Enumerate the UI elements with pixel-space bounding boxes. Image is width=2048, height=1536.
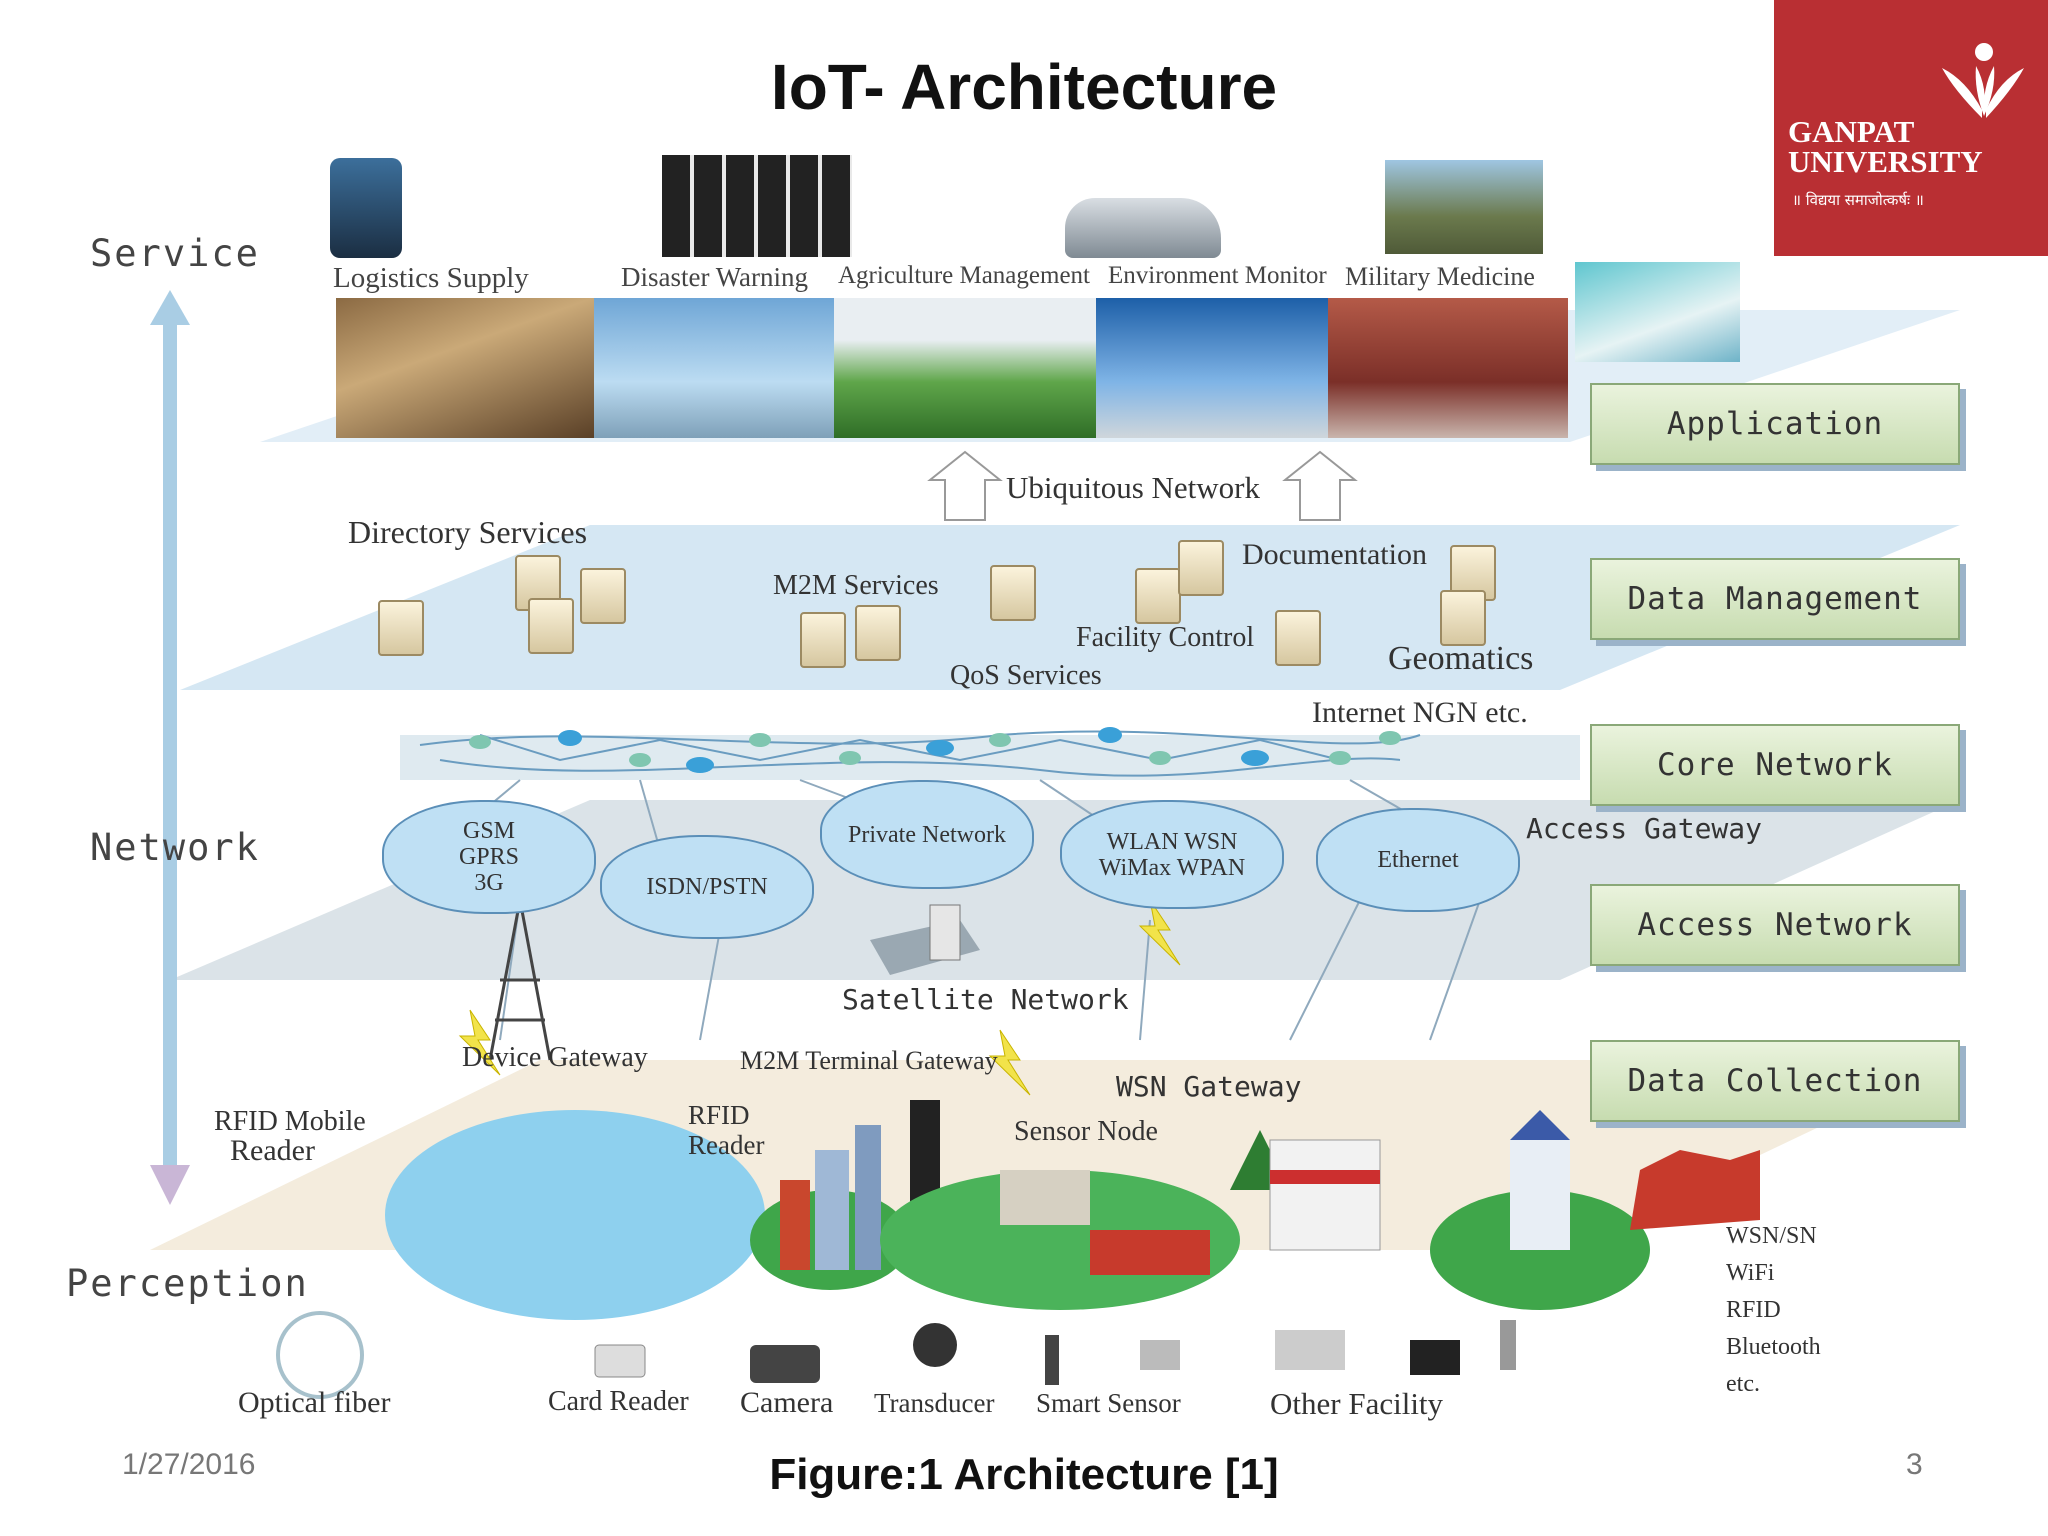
cloud-isdn-label: ISDN/PSTN [646,874,768,900]
device-card-reader: Card Reader [548,1386,689,1417]
layer-data-collection: Data Collection [1590,1040,1960,1122]
logo-line1: GANPAT [1788,114,1915,149]
sensor-node-label: Sensor Node [1014,1116,1158,1147]
network-band-label: Network [90,826,260,869]
server-icon [800,612,846,668]
protocol-item: Bluetooth [1726,1334,1821,1360]
device-icons [276,1311,1516,1399]
rfid-reader-label: RFID Reader [688,1100,765,1160]
device-other-facility: Other Facility [1270,1386,1444,1421]
layer-axis-arrow [150,290,190,1205]
car-icon [1065,198,1221,258]
service-logistics: Logistics Supply [333,262,529,294]
wsn-gateway-label: WSN Gateway [1116,1070,1302,1103]
device-optical-fiber: Optical fiber [238,1386,391,1419]
directory-services-label: Directory Services [348,514,588,550]
protocol-item: etc. [1726,1371,1760,1397]
military-photo [1328,298,1568,438]
slide-date: 1/27/2016 [122,1448,256,1481]
device-smart-sensor: Smart Sensor [1036,1388,1181,1418]
service-band-label: Service [90,232,260,275]
internet-ngn-label: Internet NGN etc. [1312,696,1528,729]
server-icon [528,598,574,654]
server-icon [378,600,424,656]
cloud-ethernet: Ethernet [1316,808,1520,912]
perception-band-label: Perception [66,1262,309,1305]
cloud-wlan-label: WLAN WSN WiMax WPAN [1098,828,1246,881]
protocol-item: RFID [1726,1297,1781,1323]
logo-emblem-icon [1942,43,2024,118]
service-environment: Environment Monitor [1108,262,1327,289]
cloud-private: Private Network [820,780,1034,889]
service-agriculture: Agriculture Management [838,262,1090,289]
layer-data-management: Data Management [1590,558,1960,640]
cloud-gsm: GSM GPRS 3G [382,800,596,914]
logistics-photo [336,298,594,438]
cloud-ethernet-label: Ethernet [1377,847,1459,873]
service-disaster: Disaster Warning [621,262,809,292]
device-transducer: Transducer [874,1388,995,1418]
environment-photo [1096,298,1328,438]
layer-core-network: Core Network [1590,724,1960,806]
cloud-isdn: ISDN/PSTN [600,835,814,939]
university-logo: GANPAT UNIVERSITY ॥ विद्यया समाजोत्कर्षः… [1774,0,2048,256]
documentation-label: Documentation [1242,538,1427,571]
protocol-item: WiFi [1726,1260,1775,1286]
city-buildings [750,1100,1760,1310]
logistics-device-icon [330,158,402,258]
service-photo-strip [336,298,1736,443]
tank-icon [1385,160,1543,254]
protocol-item: WSN/SN [1726,1223,1817,1249]
server-icon [1178,540,1224,596]
server-icon [855,605,901,661]
monitoring-wall-icon [662,155,852,257]
satellite-icon [870,904,980,975]
data-management-band [180,525,1960,690]
server-icon [1275,610,1321,666]
cloud-gsm-label: GSM GPRS 3G [458,818,520,896]
core-network-mesh [419,730,1421,777]
medicine-photo [1575,262,1740,362]
geomatics-label: Geomatics [1388,640,1534,677]
figure-caption: Figure:1 Architecture [1] [769,1450,1279,1499]
satellite-network-label: Satellite Network [842,983,1129,1016]
rfid-mobile-reader-label: Reader [230,1134,315,1167]
logo-motto: ॥ विद्यया समाजोत्कर्षः ॥ [1792,191,1924,209]
facility-control-label: Facility Control [1076,622,1255,653]
ubiquitous-network-label: Ubiquitous Network [1006,470,1261,505]
protocol-list: WSN/SN WiFi RFID Bluetooth etc. [1726,1218,1821,1403]
device-gateway-label: Device Gateway [462,1042,648,1073]
slide-number: 3 [1906,1448,1923,1481]
qos-services-label: QoS Services [950,660,1102,691]
m2m-terminal-gateway-label: M2M Terminal Gateway [740,1046,998,1075]
rfid-island [385,1110,765,1320]
cell-tower-icon [488,899,552,1061]
cloud-private-label: Private Network [848,821,1006,848]
page-title: IoT- Architecture [770,51,1278,123]
agriculture-photo [834,298,1096,438]
device-camera: Camera [740,1386,834,1419]
ubiquitous-arrows [927,450,1358,521]
server-icon [990,565,1036,621]
cloud-wlan: WLAN WSN WiMax WPAN [1060,800,1284,909]
bridge-photo [594,298,834,438]
server-icon [580,568,626,624]
wireless-bolts [458,899,1181,1096]
rfid-mobile-label: RFID Mobile [214,1106,366,1137]
access-gateway-label: Access Gateway [1526,812,1763,845]
core-network-nodes [469,727,1401,773]
layer-application: Application [1590,383,1960,465]
m2m-services-label: M2M Services [773,570,939,601]
logo-line2: UNIVERSITY [1788,144,1983,179]
layer-access-network: Access Network [1590,884,1960,966]
server-icon [1440,590,1486,646]
server-icon [1135,568,1181,624]
service-military: Military Medicine [1345,262,1535,291]
